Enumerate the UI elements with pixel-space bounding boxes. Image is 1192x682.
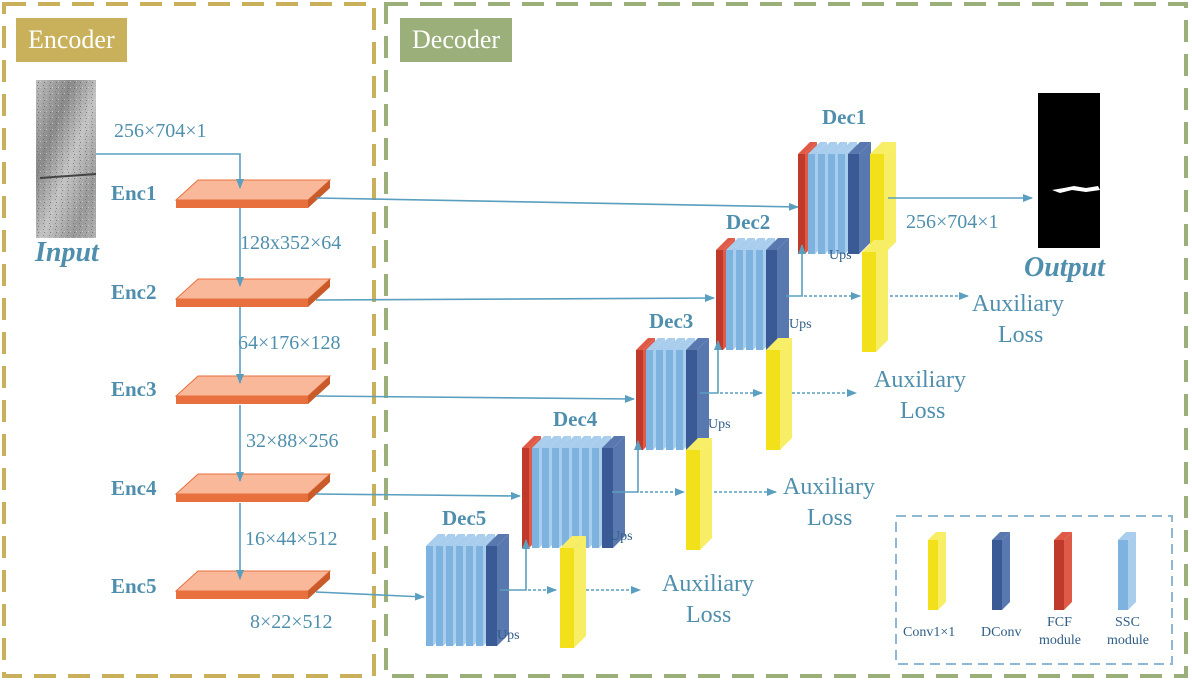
aux-loss-4-line2: Loss bbox=[807, 505, 852, 531]
aux-loss-2-line1: Auxiliary bbox=[972, 291, 1064, 317]
encoder-border bbox=[2, 2, 376, 678]
legend-fcf-swatch bbox=[1054, 532, 1072, 610]
legend-dconv-label: DConv bbox=[981, 625, 1021, 640]
enc5-dim-label: 8×22×512 bbox=[250, 611, 333, 633]
skip-enc1-dec1-arrow bbox=[315, 197, 799, 211]
dec5-label: Dec5 bbox=[442, 506, 486, 530]
dec3-to-dec2-arrow bbox=[700, 340, 722, 394]
enc1-block bbox=[174, 179, 332, 208]
legend-ssc-label-2: module bbox=[1107, 633, 1149, 648]
dec3-ups-label: Ups bbox=[708, 417, 731, 432]
dec4-to-dec3-arrow bbox=[612, 440, 642, 493]
aux-loss-4-line1: Auxiliary bbox=[783, 474, 875, 500]
enc5-label: Enc5 bbox=[111, 574, 157, 598]
dec2-aux-conv bbox=[862, 240, 888, 352]
enc1-label: Enc1 bbox=[111, 181, 157, 205]
decoder-section-label: Decoder bbox=[400, 18, 513, 62]
enc2-label: Enc2 bbox=[111, 280, 157, 304]
dec2-ups-label: Ups bbox=[789, 317, 812, 332]
enc2-block bbox=[174, 278, 332, 307]
skip-enc3-dec3-arrow bbox=[315, 394, 635, 403]
legend-ssc-label-1: SSC bbox=[1115, 615, 1140, 630]
legend-fcf-label-1: FCF bbox=[1047, 615, 1072, 630]
input-label: Input bbox=[34, 237, 100, 268]
dec5-ups-label: Ups bbox=[497, 628, 520, 643]
output-dim-label: 256×704×1 bbox=[906, 211, 999, 233]
dec1-label: Dec1 bbox=[822, 105, 866, 129]
legend-dconv-swatch bbox=[992, 532, 1010, 610]
legend-ssc-swatch bbox=[1118, 532, 1136, 610]
decoder-border bbox=[384, 2, 1188, 678]
aux-loss-3-line2: Loss bbox=[900, 398, 945, 424]
dec4-aux-conv bbox=[686, 438, 712, 550]
dec1-dconv-plate bbox=[848, 142, 871, 254]
dec2-to-dec1-arrow bbox=[786, 244, 806, 297]
enc4-label: Enc4 bbox=[111, 476, 157, 500]
dec5-aux-conv bbox=[560, 536, 586, 648]
enc1-dim-label: 128x352×64 bbox=[240, 232, 341, 254]
encoder-section-label: Encoder bbox=[16, 18, 127, 62]
dec1-ups-label: Ups bbox=[829, 248, 852, 263]
input-dim-label: 256×704×1 bbox=[114, 120, 207, 142]
enc5-block bbox=[174, 570, 332, 599]
enc4-block bbox=[174, 473, 332, 502]
enc2-dim-label: 64×176×128 bbox=[238, 332, 341, 354]
dec3-dconv-plate bbox=[686, 338, 709, 450]
dec3-aux-conv bbox=[766, 338, 792, 450]
dec4-ups-label: Ups bbox=[610, 529, 633, 544]
dec4-stack bbox=[522, 436, 625, 548]
dec2-dconv-plate bbox=[766, 238, 789, 350]
enc3-block bbox=[174, 375, 332, 404]
output-image bbox=[1038, 93, 1100, 248]
dec2-label: Dec2 bbox=[726, 210, 770, 234]
legend-conv-swatch bbox=[928, 532, 946, 610]
skip-enc4-dec4-arrow bbox=[315, 491, 521, 500]
aux-loss-3-line1: Auxiliary bbox=[874, 367, 966, 393]
skip-enc2-dec2-arrow bbox=[315, 294, 715, 303]
dec1-stack bbox=[798, 142, 896, 254]
aux-loss-5-line2: Loss bbox=[686, 602, 731, 628]
input-image bbox=[36, 80, 97, 238]
dec5-stack bbox=[426, 534, 509, 646]
enc3-dim-label: 32×88×256 bbox=[246, 430, 339, 452]
dec4-label: Dec4 bbox=[553, 407, 598, 431]
output-label: Output bbox=[1024, 252, 1106, 283]
aux-loss-5-line1: Auxiliary bbox=[662, 571, 754, 597]
dec3-stack bbox=[636, 338, 709, 450]
enc4-dim-label: 16×44×512 bbox=[245, 528, 338, 550]
legend-box bbox=[895, 515, 1173, 665]
skip-enc5-dec5-arrow bbox=[315, 591, 425, 601]
enc3-label: Enc3 bbox=[111, 377, 157, 401]
input-to-enc1-arrow bbox=[96, 153, 244, 189]
legend-conv-label: Conv1×1 bbox=[903, 625, 955, 640]
legend-fcf-label-2: module bbox=[1039, 633, 1081, 648]
dec2-stack bbox=[716, 238, 789, 350]
dec3-label: Dec3 bbox=[649, 309, 693, 333]
dec5-to-dec4-arrow bbox=[500, 539, 530, 591]
aux-loss-2-line2: Loss bbox=[998, 322, 1043, 348]
